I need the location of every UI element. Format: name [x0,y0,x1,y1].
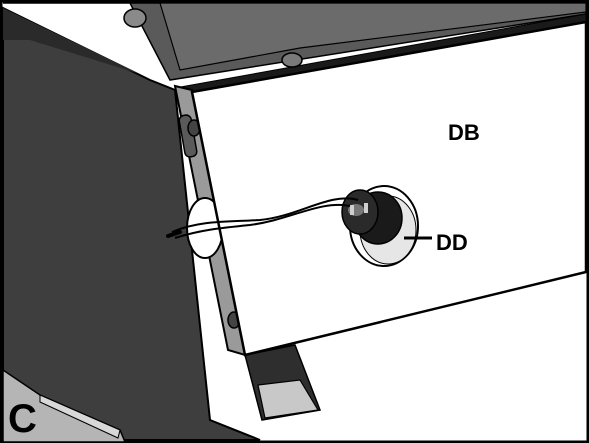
label-db: DB [448,120,480,145]
cabinet-back-wall [159,2,587,71]
wire-icon [171,197,359,239]
top-screw-icon [123,8,147,28]
label-c: C [8,397,37,441]
frame-screw-icon [281,52,303,68]
cabinet-lower-edge [39,394,121,439]
wire-end [166,230,182,238]
cabinet-side-highlight [3,8,140,74]
igniter-button-icon [341,189,403,245]
cabinet-inner-floor [257,379,319,419]
label-dd: DD [436,230,468,255]
